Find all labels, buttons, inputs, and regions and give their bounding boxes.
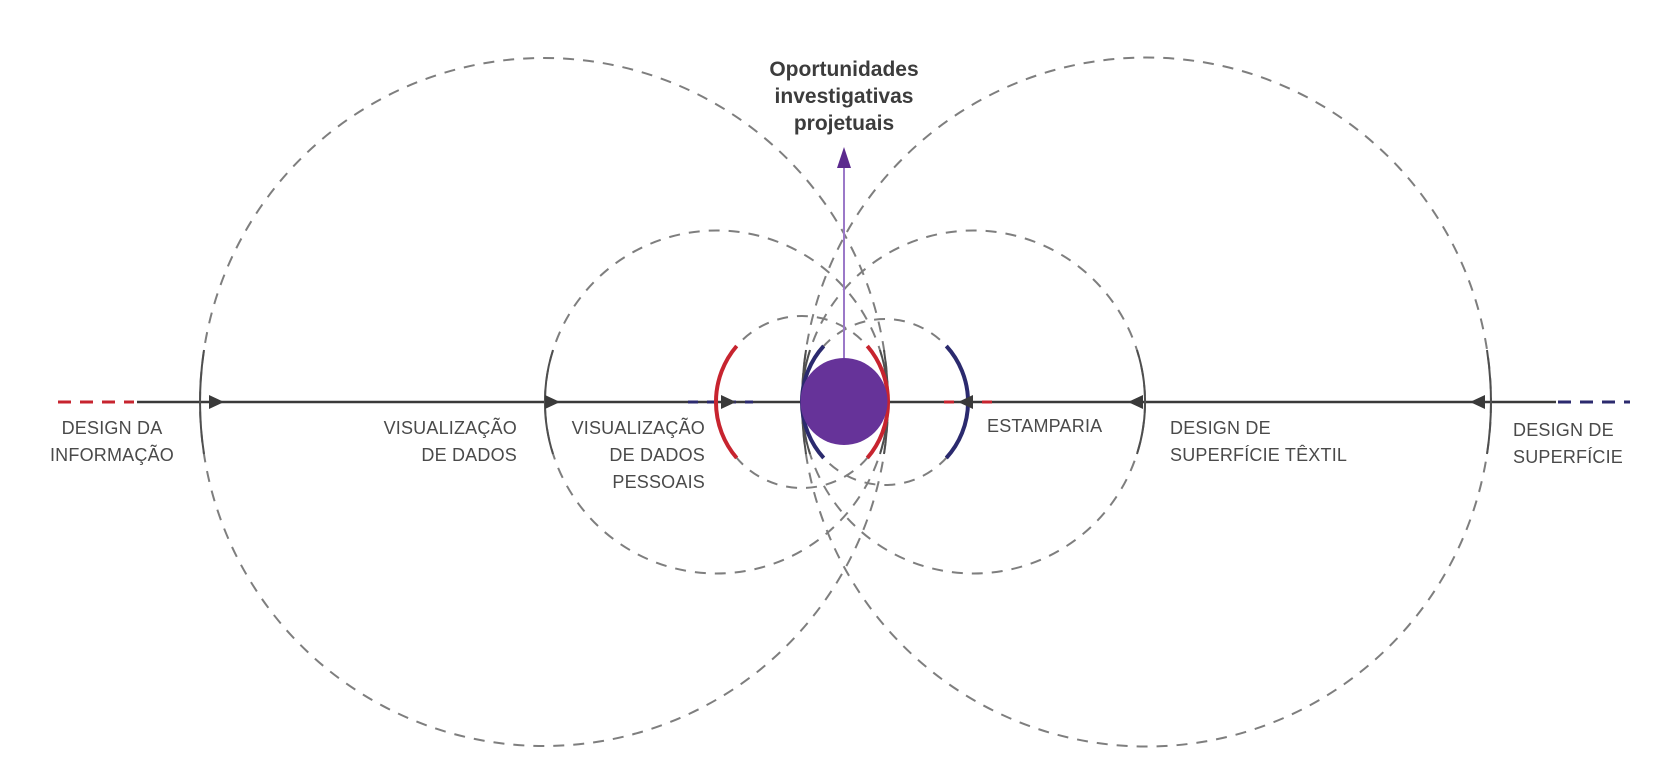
opportunity-arrow-head-icon [837, 147, 851, 168]
title-line: Oportunidades [769, 58, 919, 81]
label-visualizacao-de-dados-pessoais: VISUALIZAÇÃO DE DADOS PESSOAIS [571, 418, 705, 492]
boundary-arc-design-de-superficie-textil [1136, 349, 1147, 455]
label-estamparia: ESTAMPARIA [987, 416, 1103, 436]
label-design-da-informacao: DESIGN DA INFORMAÇÃO [49, 418, 174, 465]
red-boundary-arc-left [713, 344, 739, 460]
title-line: investigativas [774, 85, 914, 108]
label-design-de-superficie-textil: DESIGN DE SUPERFÍCIE TÊXTIL [1170, 418, 1348, 465]
boundary-arc-design-de-superficie [1486, 349, 1492, 455]
arrowhead-left-design-de-superficie [1470, 395, 1485, 409]
boundary-arc-visualizacao-de-dados [543, 349, 554, 455]
arrowhead-right-design-da-informacao [209, 395, 224, 409]
boundary-arc-design-da-informacao [199, 349, 205, 455]
center-intersection-circle [800, 358, 888, 445]
red-boundary-arc-right [865, 344, 891, 460]
arrowhead-right-visualizacao-de-dados-pessoais [721, 395, 736, 409]
diagram-title: Oportunidades investigativas projetuais [744, 56, 944, 137]
arrowhead-right-visualizacao-de-dados [545, 395, 560, 409]
label-design-de-superficie: DESIGN DE SUPERFÍCIE [1513, 420, 1624, 467]
arrowhead-left-estamparia [958, 395, 973, 409]
label-visualizacao-de-dados: VISUALIZAÇÃO DE DADOS [383, 418, 517, 465]
title-line: projetuais [793, 112, 895, 135]
arrowhead-left-design-de-superficie-textil [1128, 395, 1143, 409]
